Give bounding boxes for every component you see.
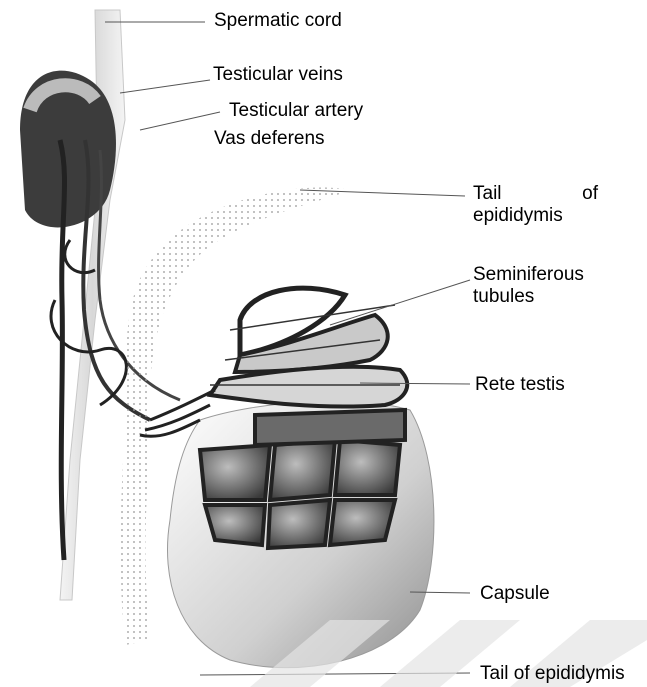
label-capsule: Capsule (480, 583, 550, 605)
label-testicular-veins: Testicular veins (213, 64, 343, 86)
label-vas-deferens: Vas deferens (214, 128, 325, 150)
label-seminiferous-line2: tubules (473, 286, 584, 308)
label-tail-of-epididymis: Tail of epididymis (480, 663, 625, 685)
label-rete-testis: Rete testis (475, 374, 565, 396)
label-spermatic-cord: Spermatic cord (214, 10, 342, 32)
label-tail-of-epididymis-top: Tail of epididymis (473, 183, 598, 227)
label-seminiferous-tubules: Seminiferous tubules (473, 264, 584, 308)
label-epididymis-word: epididymis (473, 205, 598, 227)
seminiferous-tubules (210, 288, 407, 406)
label-seminiferous-line1: Seminiferous (473, 264, 584, 286)
label-testicular-artery: Testicular artery (229, 100, 363, 122)
label-tail-word: Tail (473, 183, 502, 205)
label-of-word: of (582, 183, 598, 205)
